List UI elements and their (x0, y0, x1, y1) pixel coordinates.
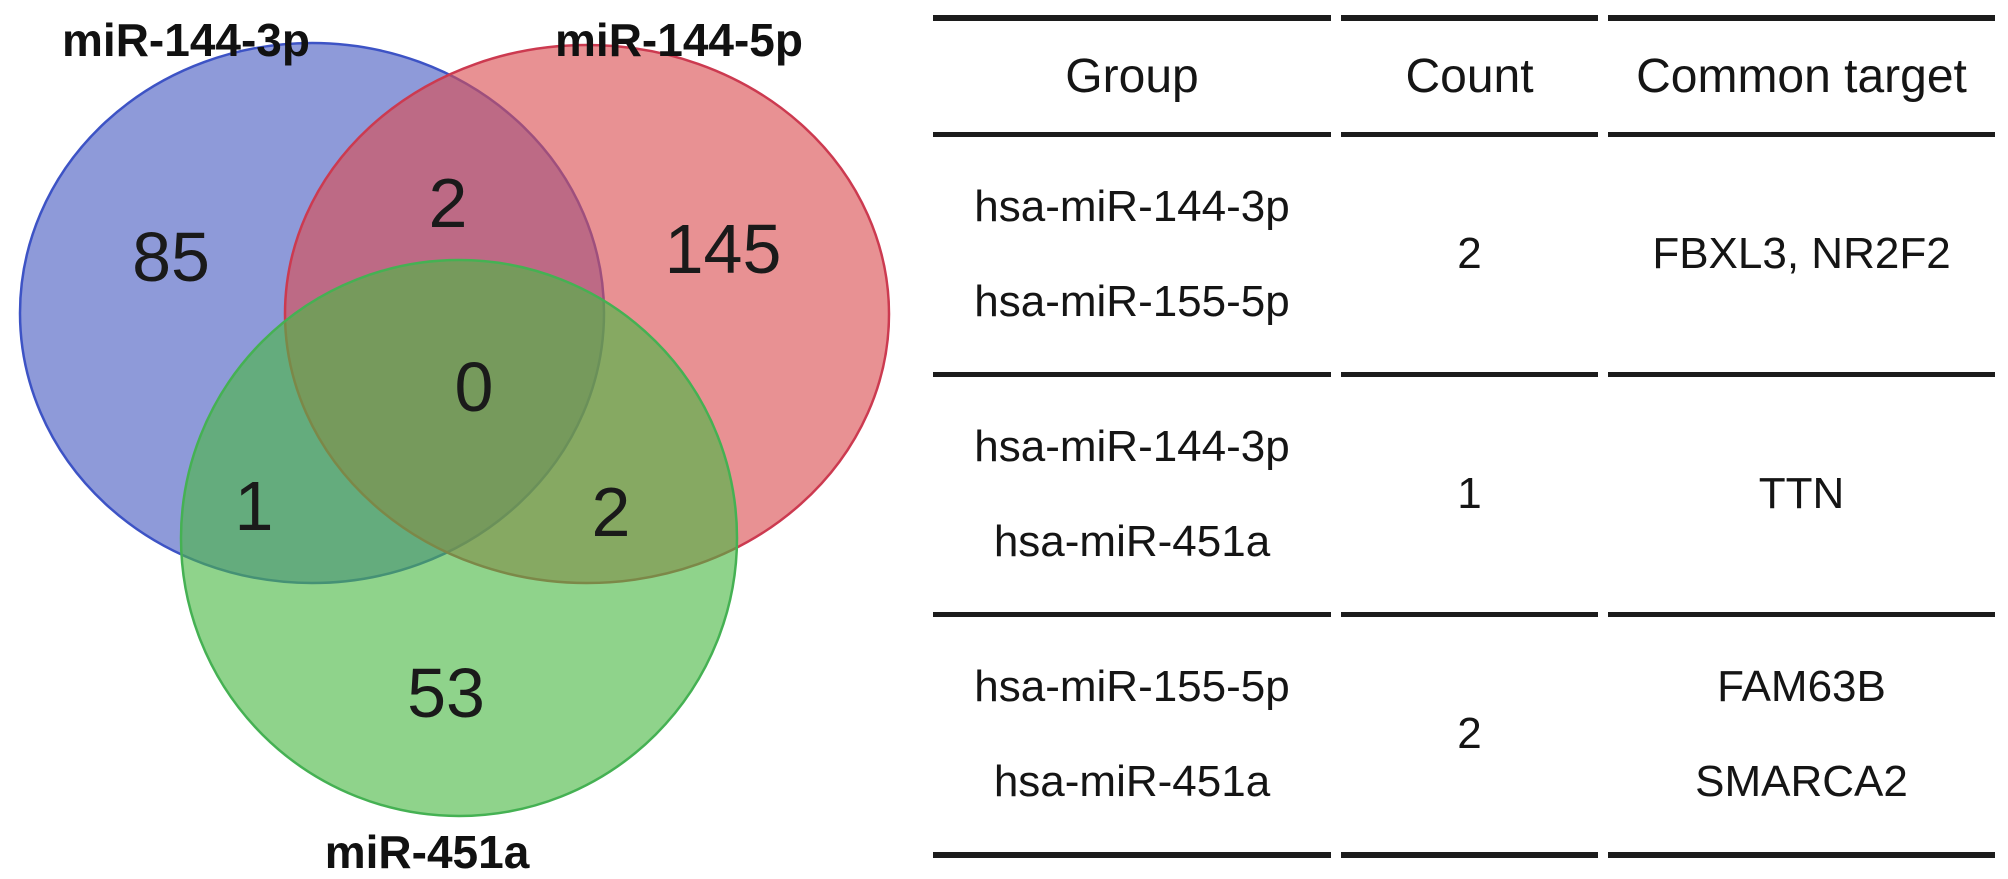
table-row: hsa-miR-155-5p hsa-miR-451a 2 FAM63B SMA… (933, 617, 1995, 858)
venn-count-miR-144-5p-only: 145 (665, 210, 782, 288)
group-cell: hsa-miR-144-3p hsa-miR-155-5p (933, 137, 1331, 377)
target-genes: SMARCA2 (1695, 757, 1908, 807)
count-cell: 2 (1341, 137, 1598, 377)
group-mirna: hsa-miR-144-3p (974, 181, 1290, 231)
target-cell: FBXL3, NR2F2 (1608, 137, 1995, 377)
group-cell: hsa-miR-155-5p hsa-miR-451a (933, 617, 1331, 858)
venn-set-label-miR-144-5p: miR-144-5p (555, 14, 803, 66)
venn-count-144-3p-and-451a: 1 (235, 467, 274, 545)
venn-set-label-miR-451a: miR-451a (325, 826, 530, 878)
group-mirna: hsa-miR-451a (993, 517, 1271, 567)
count-value: 1 (1457, 469, 1482, 519)
group-cell: hsa-miR-144-3p hsa-miR-451a (933, 377, 1331, 617)
venn-count-144-5p-and-451a: 2 (592, 473, 631, 551)
venn-count-miR-451a-only: 53 (407, 654, 485, 732)
group-mirna: hsa-miR-155-5p (974, 661, 1290, 711)
table-header-common-target: Common target (1608, 15, 1995, 137)
table-row: hsa-miR-144-3p hsa-miR-155-5p 2 FBXL3, N… (933, 137, 1995, 377)
count-value: 2 (1457, 229, 1482, 279)
table-header-row: Group Count Common target (933, 15, 1995, 137)
target-genes: FAM63B (1717, 661, 1886, 711)
venn-count-144-3p-and-144-5p: 2 (429, 164, 468, 242)
count-value: 2 (1457, 709, 1482, 759)
venn-set-label-miR-144-3p: miR-144-3p (62, 14, 310, 66)
venn-diagram: miR-144-3p miR-144-5p miR-451a 85 145 53… (18, 14, 891, 878)
table-header-group: Group (933, 15, 1331, 137)
group-mirna: hsa-miR-155-5p (974, 277, 1290, 327)
group-mirna: hsa-miR-144-3p (974, 421, 1290, 471)
venn-count-miR-144-3p-only: 85 (132, 218, 210, 296)
venn-circle-miR-451a (179, 258, 739, 818)
count-cell: 2 (1341, 617, 1598, 858)
target-cell: FAM63B SMARCA2 (1608, 617, 1995, 858)
common-target-table: Group Count Common target hsa-miR-144-3p… (933, 15, 1995, 858)
target-genes: TTN (1758, 469, 1845, 519)
venn-count-all-three: 0 (455, 348, 494, 426)
table-header-count: Count (1341, 15, 1598, 137)
target-genes: FBXL3, NR2F2 (1652, 229, 1951, 279)
target-cell: TTN (1608, 377, 1995, 617)
table-row: hsa-miR-144-3p hsa-miR-451a 1 TTN (933, 377, 1995, 617)
count-cell: 1 (1341, 377, 1598, 617)
group-mirna: hsa-miR-451a (993, 757, 1271, 807)
